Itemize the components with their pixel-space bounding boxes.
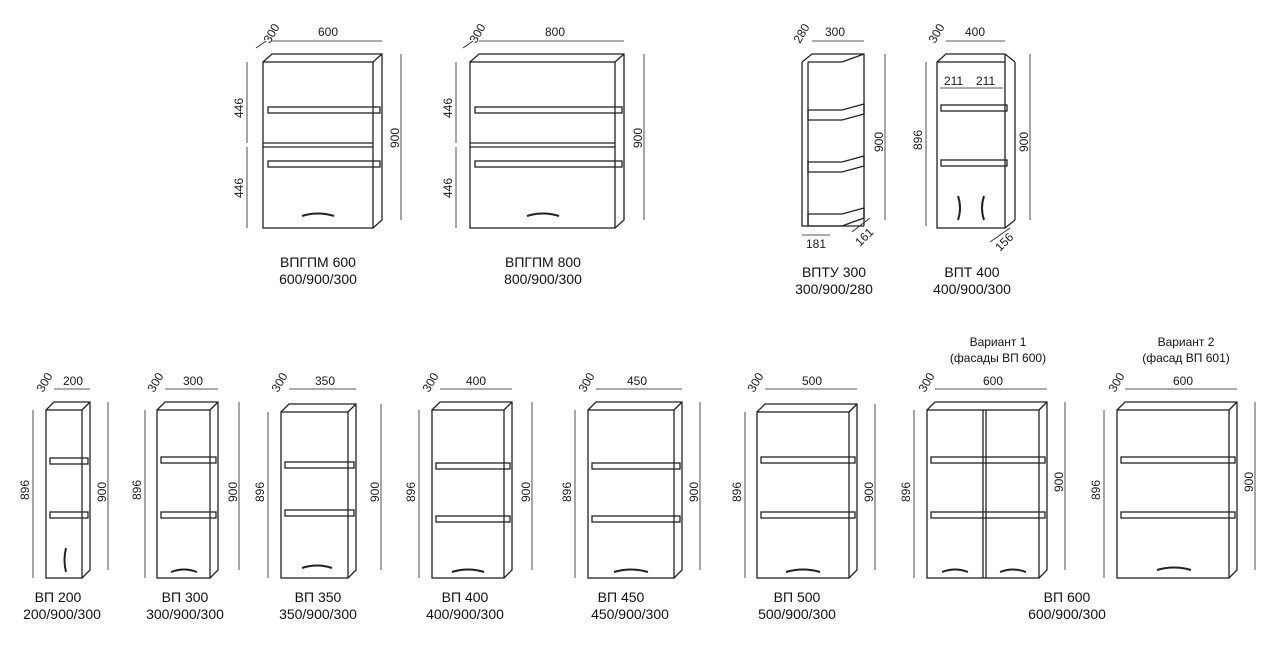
cabinet-size: 800/900/300 <box>504 271 582 287</box>
depth-dim: 300 <box>268 370 290 395</box>
cabinet-vp-200: 200 300 896 900 ВП 200 200/900/300 <box>18 370 109 622</box>
cabinet-size: 200/900/300 <box>23 606 101 622</box>
variant-title: Вариант 2 <box>1158 335 1215 349</box>
section-height-dim: 446 <box>232 98 246 118</box>
width-dim: 300 <box>825 25 845 39</box>
height-dim: 900 <box>519 482 533 502</box>
depth-dim: 300 <box>1105 370 1127 395</box>
depth-dim: 300 <box>915 370 937 395</box>
half-width-dim: 211 <box>976 74 995 88</box>
width-dim: 400 <box>965 25 985 39</box>
bottom-dim: 161 <box>852 225 876 249</box>
inner-height-dim: 896 <box>404 482 418 502</box>
depth-dim: 300 <box>744 370 766 395</box>
width-dim: 400 <box>466 374 486 388</box>
cabinet-size: 500/900/300 <box>758 606 836 622</box>
cabinet-name: ВП 400 <box>442 589 489 605</box>
inner-height-dim: 896 <box>899 482 913 502</box>
height-dim: 900 <box>631 128 645 148</box>
cabinet-name: ВПТУ 300 <box>802 264 866 280</box>
cabinet-name: ВПГПМ 800 <box>505 254 581 270</box>
cabinet-size: 300/900/280 <box>795 281 873 297</box>
cabinet-vp-350: 350 300 896 900 ВП 350 350/900/300 <box>253 370 382 622</box>
width-dim: 800 <box>545 25 565 39</box>
section-height-dim: 446 <box>232 178 246 198</box>
depth-dim: 300 <box>33 370 55 395</box>
cabinet-name: ВП 350 <box>295 589 342 605</box>
cabinet-name: ВП 500 <box>774 589 821 605</box>
cabinet-size: 400/900/300 <box>426 606 504 622</box>
inner-height-dim: 896 <box>730 482 744 502</box>
cabinet-vp-400: 400 300 896 900 ВП 400 400/900/300 <box>404 370 533 622</box>
depth-dim: 300 <box>260 21 282 46</box>
width-dim: 450 <box>627 374 647 388</box>
inner-height-dim: 896 <box>560 482 574 502</box>
depth-dim: 300 <box>466 21 488 46</box>
cabinet-vp-500: 500 300 896 900 ВП 500 500/900/300 <box>730 370 876 622</box>
height-dim: 900 <box>862 482 876 502</box>
cabinet-name: ВП 450 <box>598 589 645 605</box>
depth-dim: 280 <box>790 21 812 46</box>
height-dim: 900 <box>872 132 886 152</box>
inner-height-dim: 896 <box>18 480 32 500</box>
half-width-dim: 211 <box>944 74 963 88</box>
width-dim: 300 <box>183 374 203 388</box>
cabinet-vpgpm-600: 600 300 446 446 900 ВПГПМ 600 600/900/30… <box>232 21 402 287</box>
cabinet-vpt-400: 400 300 211 211 896 900 156 ВПТ 400 400/… <box>911 21 1031 297</box>
inner-height-dim: 896 <box>1089 480 1103 500</box>
inner-height-dim: 896 <box>253 482 267 502</box>
cabinet-size: 400/900/300 <box>933 281 1011 297</box>
width-dim: 600 <box>1173 374 1193 388</box>
cabinet-name: ВП 200 <box>35 589 82 605</box>
height-dim: 900 <box>388 128 402 148</box>
width-dim: 600 <box>318 25 338 39</box>
cabinet-size: 300/900/300 <box>146 606 224 622</box>
cabinet-size: 350/900/300 <box>279 606 357 622</box>
depth-dim: 300 <box>575 370 597 395</box>
width-dim: 350 <box>315 374 335 388</box>
cabinet-name: ВП 600 <box>1044 589 1091 605</box>
depth-dim: 300 <box>419 370 441 395</box>
height-dim: 900 <box>226 482 240 502</box>
height-dim: 900 <box>95 482 109 502</box>
cabinet-name: ВПТ 400 <box>944 264 999 280</box>
section-height-dim: 446 <box>441 178 455 198</box>
inner-height-dim: 896 <box>130 480 144 500</box>
cabinet-size: 450/900/300 <box>591 606 669 622</box>
cabinet-vpgpm-800: 800 300 446 446 900 ВПГПМ 800 800/900/30… <box>441 21 645 287</box>
width-dim: 200 <box>63 374 83 388</box>
cabinet-vp-300: 300 300 896 900 ВП 300 300/900/300 <box>130 370 240 622</box>
width-dim: 600 <box>983 374 1003 388</box>
bottom-dim: 156 <box>992 230 1016 254</box>
cabinet-vp-600-variant-2: Вариант 2 (фасад ВП 601) 600 300 896 900 <box>1089 335 1256 579</box>
height-dim: 900 <box>687 482 701 502</box>
cabinet-size: 600/900/300 <box>1028 606 1106 622</box>
variant-subtitle: (фасад ВП 601) <box>1142 351 1230 365</box>
cabinet-name: ВПГПМ 600 <box>280 254 356 270</box>
variant-title: Вариант 1 <box>970 335 1027 349</box>
depth-dim: 300 <box>925 21 947 46</box>
height-dim: 900 <box>368 482 382 502</box>
height-dim: 900 <box>1242 472 1256 492</box>
cabinet-name: ВП 300 <box>162 589 209 605</box>
section-height-dim: 446 <box>441 98 455 118</box>
inner-height-dim: 896 <box>911 130 925 150</box>
width-dim: 500 <box>802 374 822 388</box>
variant-subtitle: (фасады ВП 600) <box>950 351 1046 365</box>
depth-dim: 300 <box>144 370 166 395</box>
cabinet-size: 600/900/300 <box>279 271 357 287</box>
cabinet-vp-600-variant-1: Вариант 1 (фасады ВП 600) 600 300 896 90… <box>899 335 1066 579</box>
cabinet-vp-450: 450 300 896 900 ВП 450 450/900/300 <box>560 370 701 622</box>
height-dim: 900 <box>1052 472 1066 492</box>
height-dim: 900 <box>1017 132 1031 152</box>
cabinet-vptu-300: 300 280 900 181 161 ВПТУ 300 300/900/280 <box>790 21 886 297</box>
bottom-dim: 181 <box>806 237 826 251</box>
